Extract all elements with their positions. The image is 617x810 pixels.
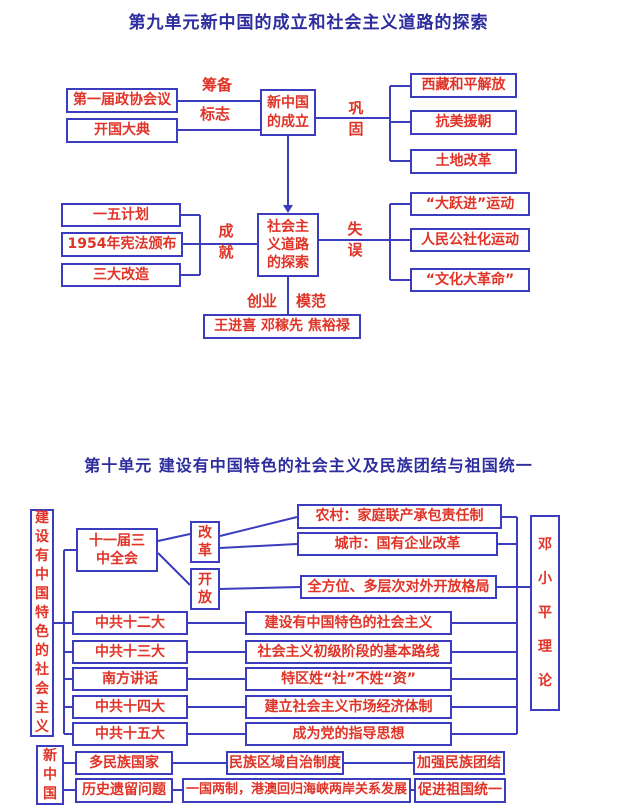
node-peoples-commune: 人民公社化运动: [410, 228, 530, 252]
node-three-transformations: 三大改造: [61, 263, 181, 287]
node-cpc-13th: 中共十三大: [72, 640, 188, 664]
label-symbol: 标志: [199, 105, 230, 123]
node-first-five-year-plan: 一五计划: [61, 203, 181, 227]
node-deng-xiaoping-theory: 邓小平理论: [530, 515, 560, 711]
connector: [157, 552, 191, 586]
label-model: 模范: [295, 292, 326, 310]
node-historical-legacy-issues: 历史遗留问题: [75, 778, 173, 803]
connector: [157, 533, 191, 542]
node-cpc-12th-outcome: 建设有中国特色的社会主义: [245, 611, 452, 635]
node-cpc-13th-outcome: 社会主义初级阶段的基本路线: [245, 640, 452, 664]
node-cpc-14th-outcome: 建立社会主义市场经济体制: [245, 695, 452, 719]
node-resist-us-aid-korea: 抗美援朝: [410, 110, 517, 135]
node-founding-ceremony: 开国大典: [66, 118, 178, 143]
node-cpc-15th: 中共十五大: [72, 722, 188, 746]
node-cpc-12th: 中共十二大: [72, 611, 188, 635]
node-strengthen-ethnic-unity: 加强民族团结: [413, 751, 505, 775]
node-land-reform: 土地改革: [410, 149, 517, 174]
node-cpc-14th: 中共十四大: [72, 695, 188, 719]
node-opening-pattern: 全方位、多层次对外开放格局: [300, 575, 497, 599]
connector: [219, 586, 301, 590]
label-achievements: 成就: [218, 222, 234, 261]
connector: [219, 516, 298, 537]
unit9-title: 第九单元新中国的成立和社会主义道路的探索: [128, 13, 489, 33]
unit10-title: 第十单元 建设有中国特色的社会主义及民族团结与祖国统一: [84, 456, 533, 475]
node-first-cppcc: 第一届政协会议: [66, 88, 178, 113]
node-model-workers: 王进喜 邓稼先 焦裕禄: [203, 314, 361, 339]
node-cultural-revolution: “文化大革命”: [410, 268, 530, 292]
arrowhead-icon: [283, 205, 293, 213]
node-theme-socialism: 建设有中国特色的社会主义: [30, 509, 54, 737]
label-reform: 改革: [190, 521, 220, 563]
node-new-china-founding: 新中国 的成立: [260, 89, 316, 136]
node-regional-autonomy: 民族区域自治制度: [226, 751, 344, 775]
label-opening: 开放: [190, 568, 220, 610]
node-promote-reunification: 促进祖国统一: [414, 778, 506, 803]
node-urban-reform: 城市：国有企业改革: [297, 532, 498, 556]
node-southern-talks-outcome: 特区姓“社”不姓“资”: [245, 667, 452, 691]
node-new-china: 新中国: [36, 745, 64, 805]
node-tibet-liberation: 西藏和平解放: [410, 73, 517, 98]
label-preparation: 筹备: [201, 76, 232, 94]
label-mistakes: 失误: [347, 220, 363, 259]
node-rural-reform: 农村：家庭联产承包责任制: [297, 504, 502, 529]
node-southern-talks: 南方讲话: [72, 667, 188, 691]
node-multiethnic-state: 多民族国家: [75, 751, 173, 775]
node-cpc-15th-outcome: 成为党的指导思想: [245, 722, 452, 746]
label-consolidate: 巩固: [348, 99, 364, 138]
node-one-country-two-systems: 一国两制，港澳回归海峡两岸关系发展: [182, 778, 411, 803]
connector: [219, 543, 298, 549]
label-pioneering: 创业: [246, 292, 277, 310]
node-socialist-road-exploration: 社会主 义道路 的探索: [257, 213, 319, 277]
node-constitution-1954: 1954年宪法颁布: [61, 232, 183, 257]
node-third-plenary-session: 十一届三 中全会: [76, 528, 158, 572]
node-great-leap-forward: “大跃进”运动: [410, 192, 530, 216]
